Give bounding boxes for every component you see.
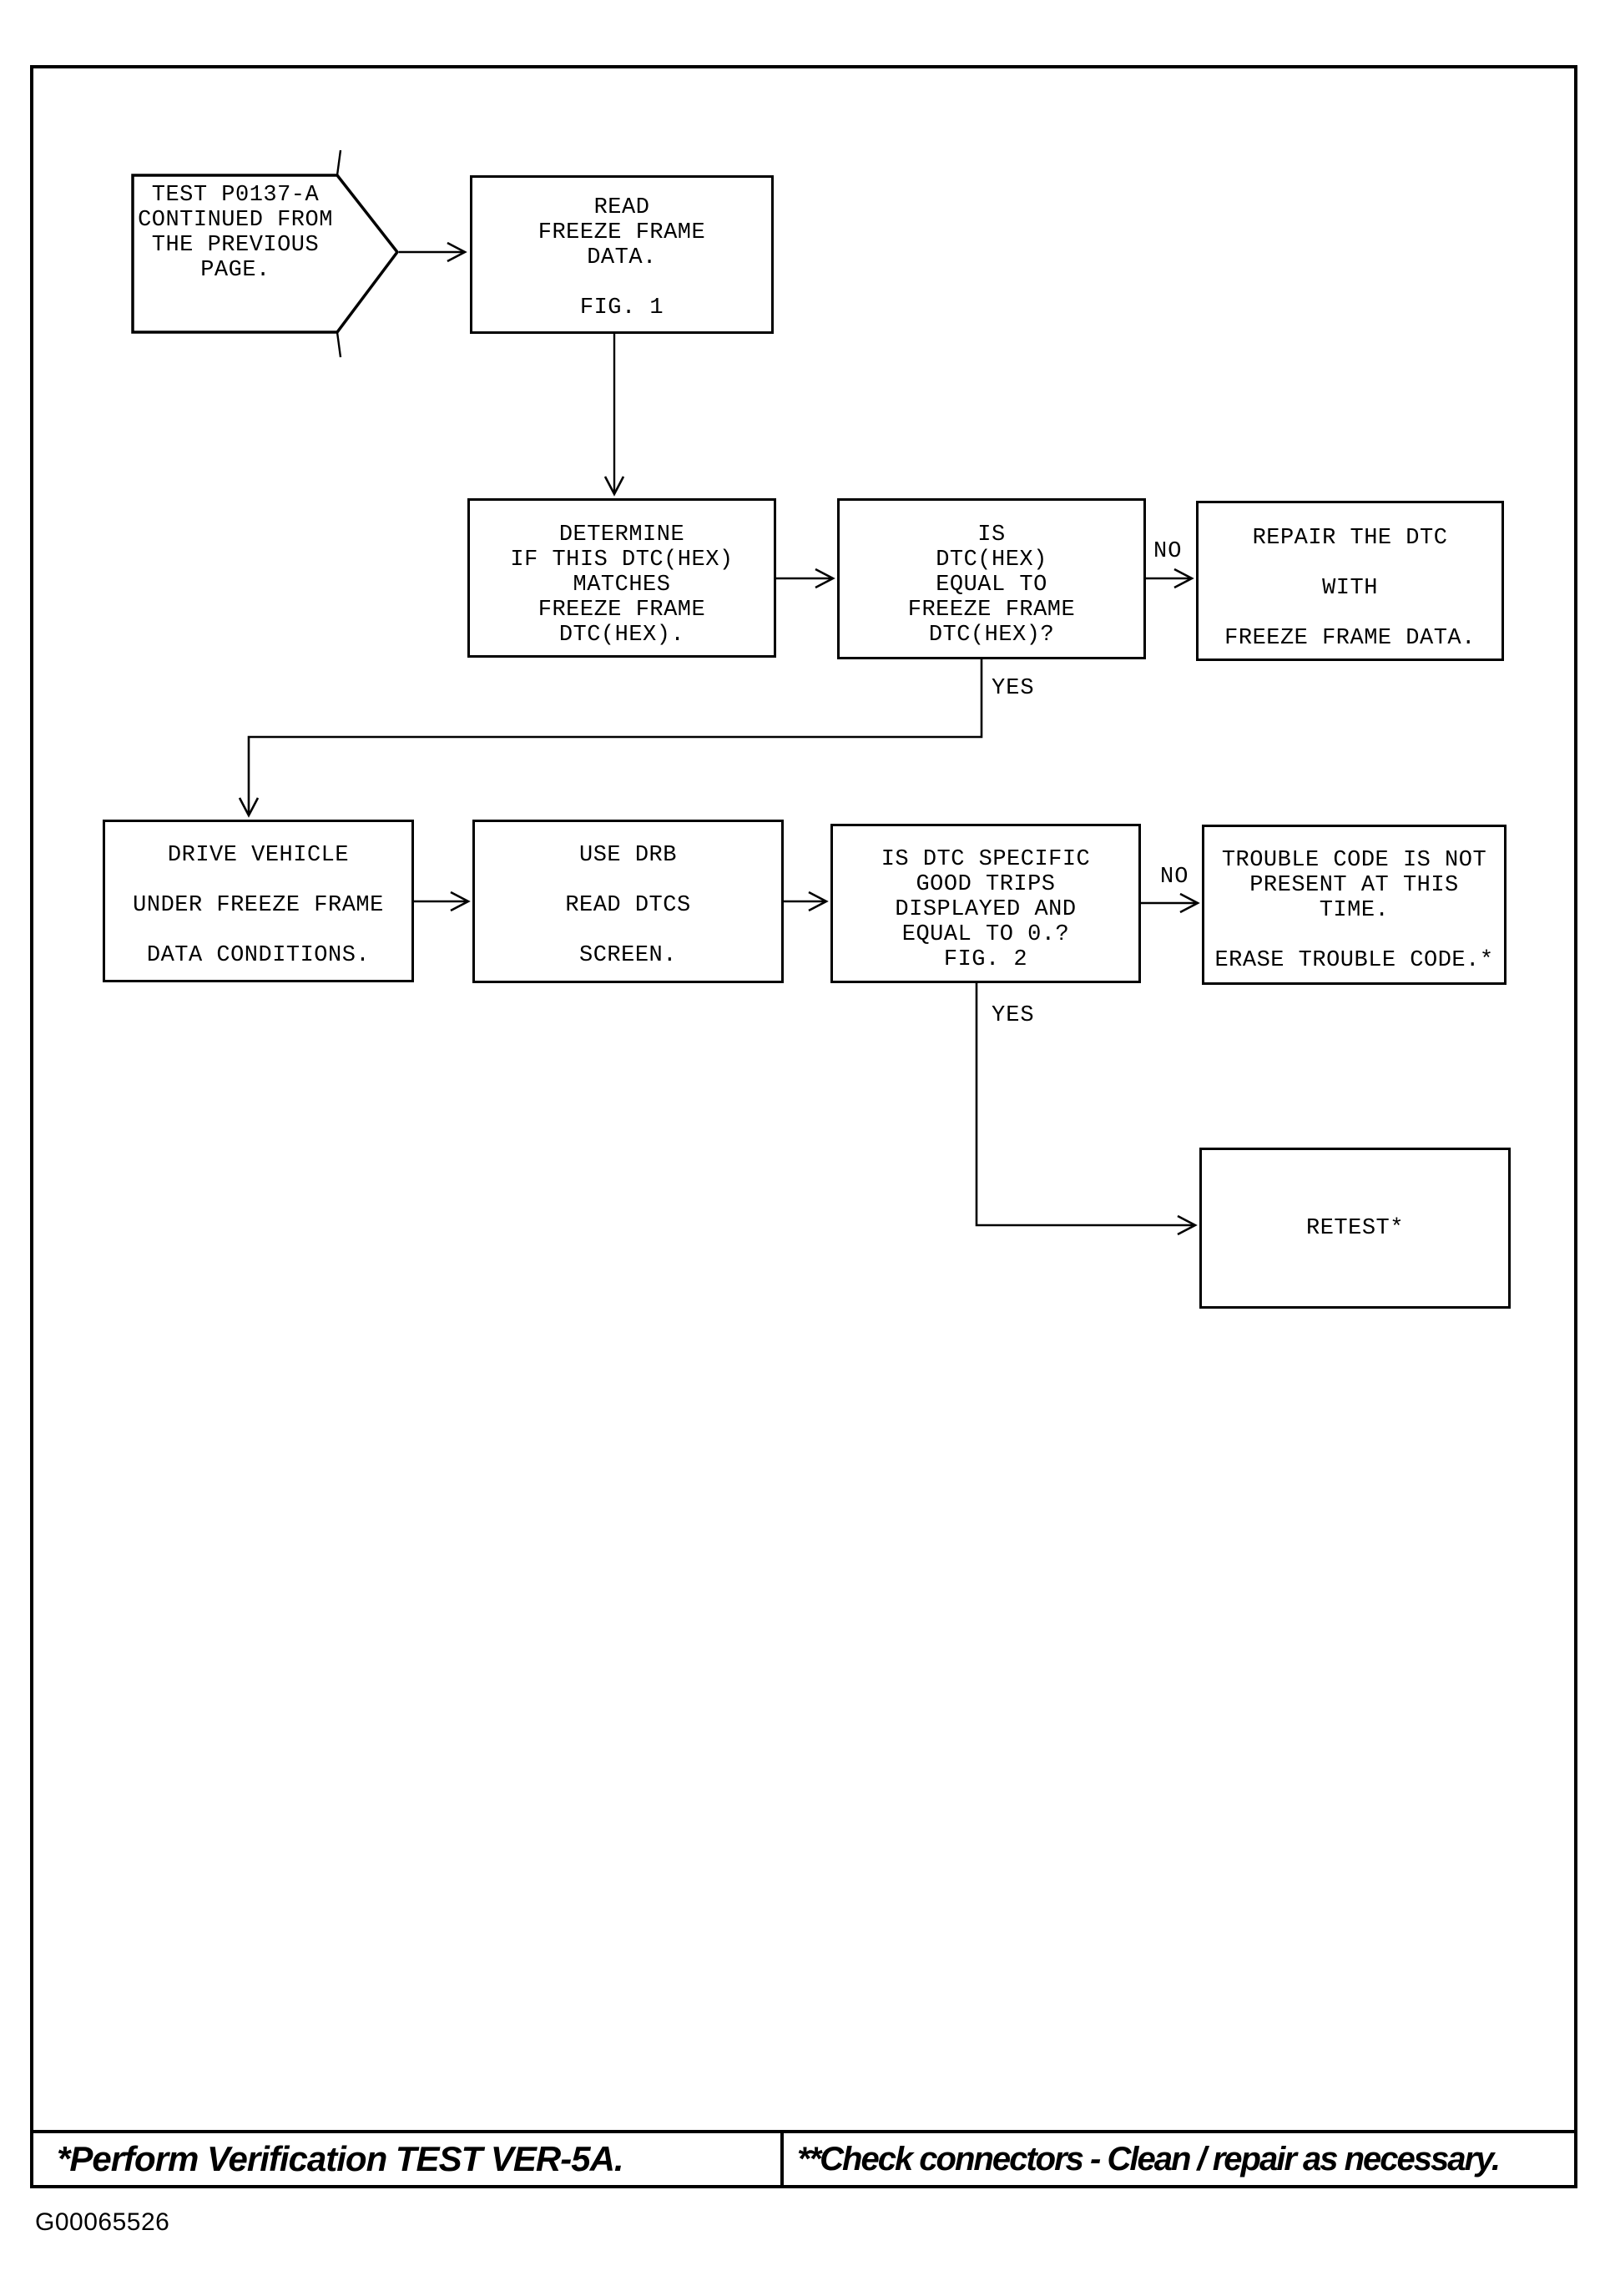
node-trouble-code-not-present: TROUBLE CODE IS NOT PRESENT AT THIS TIME… [1202,825,1507,985]
page-border [30,65,1577,2188]
node-read-freeze-frame-data: READ FREEZE FRAME DATA. FIG. 1 [470,175,774,334]
branch-label-no-1: NO [1153,539,1183,564]
node-is-dtc-equal-decision: IS DTC(HEX) EQUAL TO FREEZE FRAME DTC(HE… [837,498,1146,659]
branch-label-yes-2: YES [992,1003,1035,1028]
figure-code: G00065526 [35,2208,170,2236]
start-arrow-label: TEST P0137-A CONTINUED FROM THE PREVIOUS… [138,183,333,283]
node-repair-dtc: REPAIR THE DTC WITH FREEZE FRAME DATA. [1196,501,1504,661]
footnote-bar: *Perform Verification TEST VER-5A. **Che… [30,2130,1577,2188]
node-good-trips-decision: IS DTC SPECIFIC GOOD TRIPS DISPLAYED AND… [830,824,1141,983]
footnote-right-text: **Check connectors - Clean / repair as n… [797,2140,1501,2177]
footnote-right: **Check connectors - Clean / repair as n… [784,2133,1574,2185]
node-determine-dtc-match: DETERMINE IF THIS DTC(HEX) MATCHES FREEZ… [467,498,776,658]
node-use-drb: USE DRB READ DTCS SCREEN. [472,820,784,983]
branch-label-yes-1: YES [992,676,1035,701]
branch-label-no-2: NO [1160,865,1189,890]
node-drive-vehicle: DRIVE VEHICLE UNDER FREEZE FRAME DATA CO… [103,820,414,982]
footnote-left: *Perform Verification TEST VER-5A. [33,2133,784,2185]
footnote-left-text: *Perform Verification TEST VER-5A. [57,2139,624,2178]
node-retest: RETEST* [1199,1148,1511,1309]
